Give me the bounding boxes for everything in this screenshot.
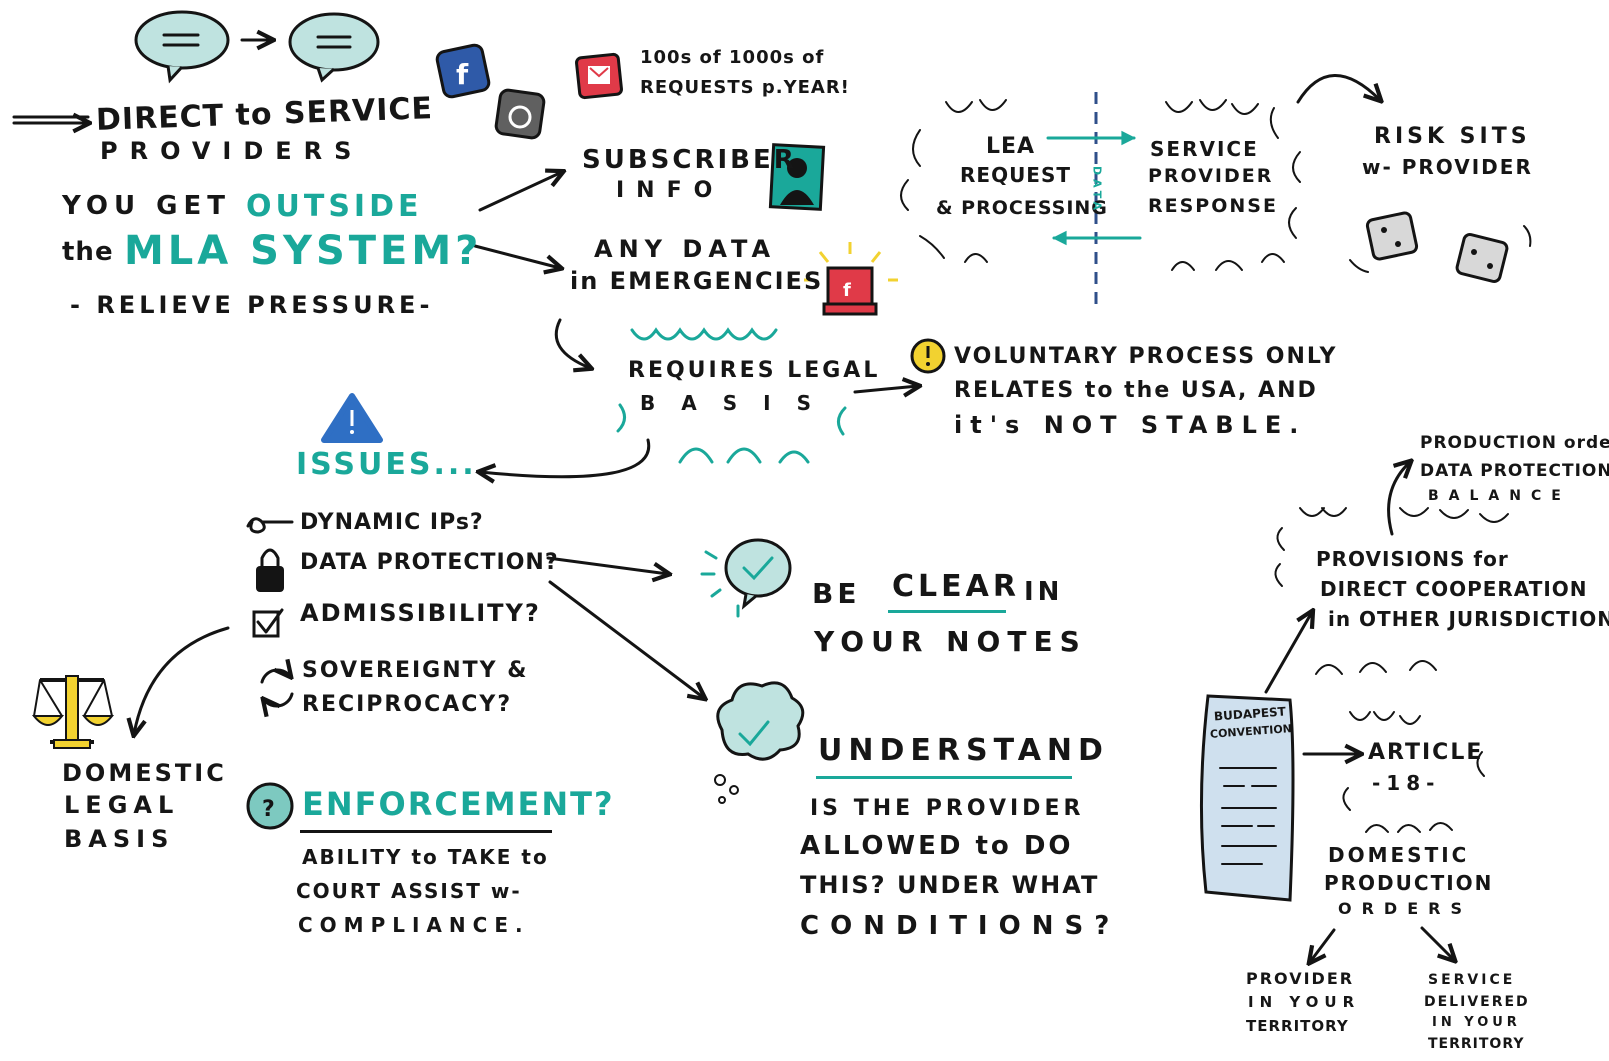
- direct-line2: PROVIDERS: [100, 137, 364, 165]
- lea-line2: REQUEST: [960, 163, 1072, 187]
- enforcement-title: ENFORCEMENT?: [302, 785, 615, 823]
- article-line1: ARTICLE: [1368, 740, 1484, 765]
- issue-sovereignty-line1: SOVEREIGNTY &: [302, 658, 529, 683]
- service-territory-line4: TERRITORY: [1428, 1036, 1525, 1052]
- sp-line1: SERVICE: [1150, 137, 1259, 161]
- legal-basis-line2: BASIS: [640, 391, 837, 415]
- svg-text:f: f: [456, 58, 469, 91]
- clear-line2: YOUR NOTES: [814, 625, 1087, 658]
- domestic-orders-line1: DOMESTIC: [1328, 843, 1470, 867]
- enforcement-line2: COURT ASSIST w-: [296, 879, 522, 903]
- checkbox-icon: [252, 608, 284, 638]
- svg-text:f: f: [843, 280, 851, 301]
- provider-territory-line1: PROVIDER: [1246, 969, 1355, 988]
- dice-icon: [1349, 211, 1532, 283]
- data-label: DATA: [1090, 166, 1104, 214]
- domestic-orders-line2: PRODUCTION: [1324, 871, 1494, 895]
- domestic-legal-line1: DOMESTIC: [62, 759, 227, 787]
- mail-icon: [575, 52, 623, 100]
- lock-icon: [256, 548, 284, 592]
- warning-icon: [321, 393, 383, 443]
- domestic-orders-line3: ORDERS: [1338, 899, 1472, 918]
- scales-icon: [31, 675, 115, 749]
- enforcement-line1: ABILITY to TAKE to: [302, 845, 549, 869]
- risk-line1: RISK SITS: [1374, 124, 1531, 149]
- domestic-legal-line3: BASIS: [64, 825, 175, 853]
- requests-line2: REQUESTS p.YEAR!: [640, 77, 850, 98]
- person-photo-icon: [768, 143, 826, 211]
- understand-line1: IS THE PROVIDER: [810, 796, 1085, 821]
- document-icon: [1199, 694, 1295, 902]
- emergency-line1: ANY DATA: [594, 235, 777, 263]
- flow-frame: [900, 74, 1380, 310]
- chat-check-icon: [700, 538, 792, 618]
- clear-word: CLEAR: [892, 569, 1020, 604]
- production-line1: PRODUCTION order/: [1420, 433, 1609, 453]
- service-territory-line2: DELIVERED: [1424, 994, 1530, 1010]
- legal-basis-line1: REQUIRES LEGAL: [628, 358, 881, 383]
- subscriber-line2: INFO: [616, 178, 725, 203]
- requests-line1: 100s of 1000s of: [640, 47, 825, 68]
- voluntary-line3: it's NOT STABLE.: [954, 411, 1307, 439]
- article-frame: [1342, 711, 1485, 833]
- service-territory-line3: IN YOUR: [1432, 1015, 1521, 1030]
- issue-sovereignty-line2: RECIPROCACY?: [302, 692, 513, 717]
- sp-line2: PROVIDER: [1148, 165, 1274, 187]
- the: the: [62, 237, 114, 267]
- subscriber-line1: SUBSCRIBER: [582, 145, 797, 175]
- voluntary-line2: RELATES to the USA, AND: [954, 378, 1318, 403]
- understand-line3: THIS? UNDER WHAT: [800, 871, 1100, 899]
- sp-line3: RESPONSE: [1148, 195, 1278, 217]
- issue-admissibility: ADMISSIBILITY?: [300, 599, 541, 627]
- issue-dynamic-ips: DYNAMIC IPs?: [300, 510, 484, 535]
- enforcement-line3: COMPLIANCE.: [298, 913, 530, 937]
- mla-system: MLA SYSTEM?: [124, 228, 483, 274]
- provisions-line1: PROVISIONS for: [1316, 547, 1509, 571]
- lea-line1: LEA: [986, 134, 1036, 159]
- production-line2: DATA PROTECTION: [1420, 461, 1609, 481]
- provisions-line2: DIRECT COOPERATION: [1320, 577, 1588, 601]
- article-line2: -18-: [1372, 771, 1441, 795]
- cycle-arrows-icon: [262, 670, 292, 706]
- question-icon: ?: [246, 782, 294, 830]
- risk-line2: w- PROVIDER: [1362, 155, 1533, 179]
- provisions-line3: in OTHER JURISDICTIONS: [1328, 607, 1609, 631]
- understand-line2: ALLOWED to DO: [800, 831, 1074, 861]
- provisions-frame: [1274, 462, 1509, 675]
- understand-title: UNDERSTAND: [818, 733, 1109, 768]
- issue-data-protection: DATA PROTECTION?: [300, 550, 559, 575]
- facebook-icon: f: [435, 43, 491, 99]
- provider-territory-line2: IN YOUR: [1248, 993, 1361, 1011]
- service-territory-line1: SERVICE: [1428, 972, 1516, 988]
- clear-in: IN: [1024, 577, 1064, 607]
- outside: OUTSIDE: [246, 189, 423, 224]
- voluntary-line1: VOLUNTARY PROCESS ONLY: [954, 344, 1338, 369]
- clear-be: BE: [812, 577, 861, 610]
- production-line3: BALANCE: [1428, 488, 1571, 504]
- siren-icon: f: [804, 242, 898, 316]
- provider-territory-line3: TERRITORY: [1246, 1017, 1349, 1035]
- domestic-legal-line2: LEGAL: [64, 791, 180, 819]
- understand-line4: CONDITIONS?: [800, 911, 1121, 941]
- emergency-line2: in EMERGENCIES: [570, 267, 824, 295]
- dynamic-ip-icon: [246, 517, 294, 534]
- lea-line3: & PROCESSING: [936, 197, 1108, 219]
- you-get: YOU GET: [62, 191, 232, 221]
- enforcement-underline: [300, 830, 552, 833]
- understand-underline: [816, 776, 1072, 779]
- thought-check-icon: [714, 681, 805, 804]
- legal-basis-frame: [616, 327, 847, 464]
- relieve-pressure: - RELIEVE PRESSURE-: [70, 291, 434, 319]
- exclamation-icon: [910, 338, 946, 374]
- svg-text:?: ?: [262, 797, 275, 822]
- speech-bubble-icon: [134, 10, 380, 84]
- clear-underline: [888, 610, 1006, 613]
- issues-title: ISSUES...: [296, 447, 477, 482]
- apple-icon: [494, 88, 546, 140]
